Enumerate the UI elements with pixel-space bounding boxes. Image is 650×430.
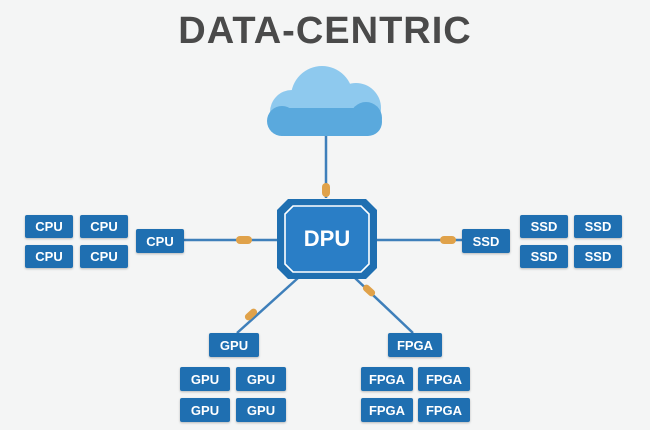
gpu-grid-chip-3: GPU: [180, 398, 230, 422]
diagram-title: DATA-CENTRIC: [178, 10, 472, 52]
cpu-grid-chip-3: CPU: [25, 245, 73, 268]
connector-ssd: [440, 236, 456, 244]
wire-dpu-gpu: [236, 277, 299, 334]
fpga-hub-chip: FPGA: [388, 333, 442, 357]
gpu-hub-chip: GPU: [209, 333, 259, 357]
cpu-hub-chip: CPU: [136, 229, 184, 253]
gpu-grid-chip-2: GPU: [236, 367, 286, 391]
dpu-label: DPU: [303, 226, 351, 251]
gpu-grid-chip-1: GPU: [180, 367, 230, 391]
cpu-grid-chip-4: CPU: [80, 245, 128, 268]
ssd-grid-chip-1: SSD: [520, 215, 568, 238]
cpu-grid-chip-2: CPU: [80, 215, 128, 238]
cloud-icon: [267, 66, 382, 136]
connector-gpu: [244, 308, 258, 321]
fpga-grid-chip-4: FPGA: [418, 398, 470, 422]
fpga-grid-chip-2: FPGA: [418, 367, 470, 391]
gpu-grid-chip-4: GPU: [236, 398, 286, 422]
ssd-grid-chip-2: SSD: [574, 215, 622, 238]
connector-cpu: [236, 236, 252, 244]
ssd-hub-chip: SSD: [462, 229, 510, 253]
cpu-grid-chip-1: CPU: [25, 215, 73, 238]
connector-cloud: [322, 183, 330, 197]
processor-chip-icon: [277, 199, 377, 279]
ssd-grid-chip-4: SSD: [574, 245, 622, 268]
fpga-grid-chip-1: FPGA: [361, 367, 413, 391]
fpga-grid-chip-3: FPGA: [361, 398, 413, 422]
connector-fpga: [362, 284, 376, 297]
ssd-grid-chip-3: SSD: [520, 245, 568, 268]
